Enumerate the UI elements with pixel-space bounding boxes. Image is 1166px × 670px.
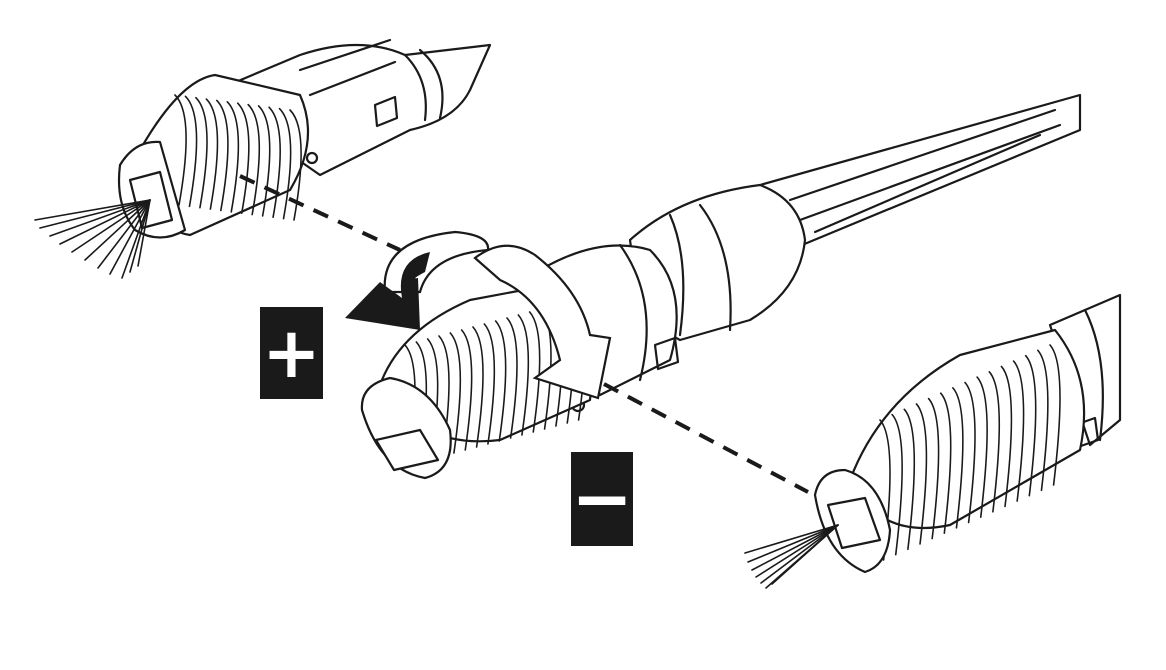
top-left-ring bbox=[403, 53, 427, 122]
tighten-symbol-text: + bbox=[262, 312, 321, 394]
sleeve-rib bbox=[494, 320, 507, 442]
wire-strand bbox=[109, 199, 151, 275]
cable-line-3 bbox=[813, 133, 1042, 234]
sleeve-rib bbox=[174, 94, 187, 206]
sleeve-rib bbox=[528, 311, 541, 433]
sleeve-rib bbox=[1037, 349, 1049, 492]
sleeve-rib bbox=[247, 103, 261, 216]
top-left-wires bbox=[34, 199, 151, 279]
sleeve-rib bbox=[915, 403, 928, 545]
sleeve-rib bbox=[964, 381, 976, 524]
tighten-symbol: + bbox=[260, 307, 323, 399]
sleeve-rib bbox=[268, 106, 281, 219]
top-left-connector bbox=[34, 38, 492, 279]
sleeve-rib bbox=[903, 408, 916, 551]
top-left-ring-2 bbox=[418, 48, 444, 120]
sleeve-rib bbox=[976, 376, 988, 518]
sleeve-rib bbox=[939, 392, 952, 535]
wire-strand bbox=[747, 524, 839, 563]
sleeve-rib bbox=[226, 101, 240, 213]
bottom-right-sleeve bbox=[848, 328, 1086, 530]
wire-strand bbox=[39, 199, 151, 229]
wire-strand bbox=[71, 199, 151, 253]
sleeve-rib bbox=[1049, 344, 1061, 486]
cable-line-1 bbox=[788, 108, 1057, 202]
sleeve-rib bbox=[216, 99, 229, 212]
center-insert bbox=[374, 428, 440, 472]
wire-strand bbox=[59, 199, 151, 245]
top-left-pin bbox=[305, 151, 319, 165]
top-left-sleeve-ribs bbox=[174, 94, 302, 221]
bottom-right-insert bbox=[826, 496, 882, 550]
barrel-ring bbox=[618, 243, 648, 382]
wire-strand bbox=[34, 199, 151, 221]
bottom-right-connector bbox=[744, 293, 1122, 589]
sleeve-rib bbox=[205, 98, 219, 210]
wire-strand bbox=[760, 524, 839, 584]
sleeve-rib bbox=[1024, 354, 1037, 497]
top-left-latch bbox=[373, 95, 399, 128]
sleeve-rib bbox=[1000, 365, 1013, 508]
wire-strand bbox=[777, 524, 839, 579]
sleeve-rib bbox=[988, 370, 1001, 513]
sleeve-rib bbox=[927, 397, 940, 540]
sleeve-rib bbox=[460, 329, 473, 451]
wire-strand bbox=[97, 199, 151, 269]
dashed-path-top bbox=[239, 174, 401, 252]
top-left-rib bbox=[298, 38, 392, 72]
sleeve-rib bbox=[891, 413, 903, 556]
rotate-arrow-icon bbox=[473, 244, 612, 400]
wire-strand bbox=[84, 199, 151, 261]
sleeve-rib bbox=[278, 107, 292, 220]
coupling-edge-2 bbox=[668, 213, 685, 337]
sleeve-rib bbox=[472, 326, 484, 448]
bottom-right-wires bbox=[744, 524, 839, 589]
center-latch bbox=[653, 336, 680, 371]
dashed-path-bottom bbox=[603, 382, 809, 494]
wire-strand bbox=[744, 524, 839, 554]
wire-strand bbox=[121, 199, 151, 279]
sleeve-rib bbox=[449, 332, 462, 454]
coupling-edge bbox=[698, 203, 732, 332]
rotate-arrow-icon bbox=[345, 230, 490, 330]
wire-strand bbox=[129, 199, 151, 273]
sleeve-rib bbox=[483, 323, 496, 445]
bottom-right-ring bbox=[1083, 308, 1104, 442]
top-left-rib-2 bbox=[308, 60, 397, 97]
wire-strand bbox=[49, 199, 151, 237]
center-connector bbox=[360, 93, 1082, 480]
sleeve-rib bbox=[506, 317, 518, 439]
sleeve-rib bbox=[195, 96, 208, 209]
sleeve-rib bbox=[257, 105, 271, 217]
loosen-symbol: − bbox=[571, 452, 633, 546]
sleeve-rib bbox=[184, 95, 198, 208]
sleeve-rib bbox=[236, 102, 250, 214]
loosen-symbol-text: − bbox=[571, 456, 634, 542]
wire-strand bbox=[755, 524, 839, 578]
sleeve-rib bbox=[952, 387, 964, 529]
center-barrel bbox=[538, 244, 678, 397]
sleeve-rib bbox=[517, 314, 530, 436]
sleeve-rib bbox=[1012, 360, 1025, 502]
wire-strand bbox=[751, 524, 839, 571]
wire-strand bbox=[137, 199, 151, 267]
cable-line-2 bbox=[798, 123, 1062, 222]
